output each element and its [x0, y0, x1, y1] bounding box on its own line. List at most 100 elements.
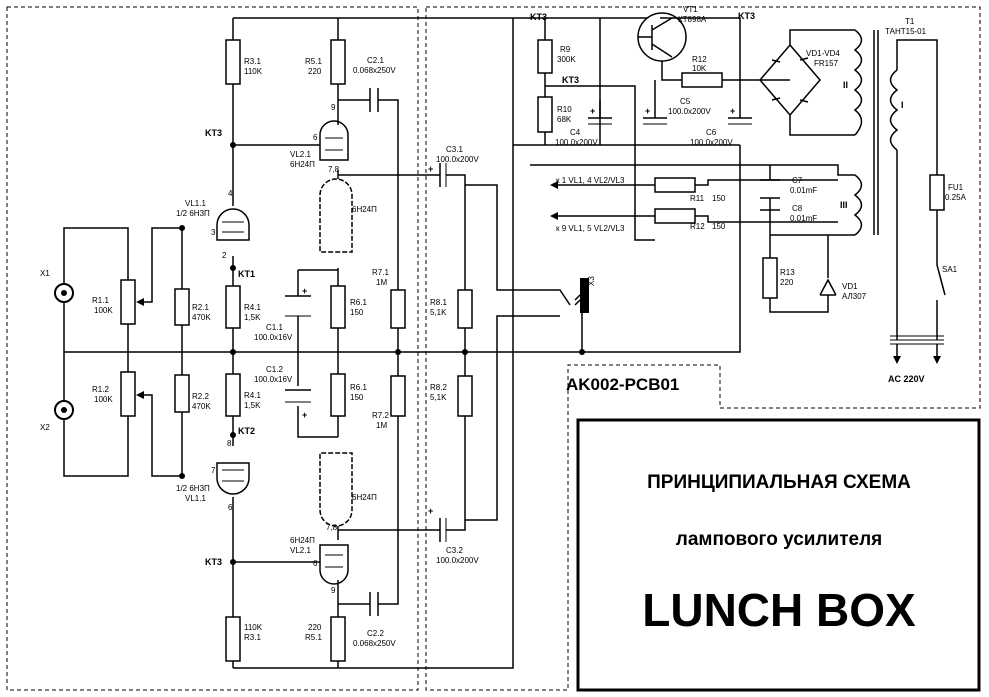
x3-label: X3	[587, 276, 596, 286]
r13-value: 220	[780, 278, 794, 287]
r7-1-value: 1M	[376, 278, 387, 287]
svg-text:+: +	[302, 410, 307, 420]
r1-1-potentiometer	[120, 279, 136, 325]
svg-text:+: +	[428, 164, 433, 174]
r5-1-value-top: 220	[308, 67, 322, 76]
r8-1-resistor	[457, 289, 473, 329]
r5-1-ref-bottom: R5.1	[305, 633, 322, 642]
vl1-1-tube-bottom	[216, 462, 250, 495]
r7-2-ref: R7.2	[372, 411, 389, 420]
r13-resistor	[762, 257, 778, 299]
vl3-tube-top	[319, 178, 353, 253]
vl3-model-bottom: 6Н24П	[352, 493, 377, 502]
vl3-tube-bottom	[319, 452, 353, 527]
pin-label: 9	[331, 586, 336, 595]
pin-label: 7	[211, 466, 216, 475]
kt1-label: KT1	[238, 269, 255, 279]
kt3-label-1: KT3	[205, 128, 222, 138]
c2-1-value: 0.068x250V	[353, 66, 396, 75]
r2-1-resistor	[174, 288, 190, 326]
c1-1-ref: C1.1	[266, 323, 283, 332]
inter-board-wire	[233, 18, 514, 669]
fu1-fuse	[929, 174, 945, 211]
c8-value: 0.01mF	[790, 214, 817, 223]
vl1-1-model-top: 1/2 6Н3П	[176, 209, 210, 218]
c3-1-value: 100.0x200V	[436, 155, 479, 164]
c7-value: 0.01mF	[790, 186, 817, 195]
vl1-1-ref-top: VL1.1	[185, 199, 206, 208]
led-ref: VD1	[842, 282, 858, 291]
r1-1-value: 100K	[94, 306, 113, 315]
r6-1-value-top: 150	[350, 308, 364, 317]
r12-10k-resistor	[681, 72, 723, 88]
pin-label: 9	[331, 103, 336, 112]
x1-label: X1	[40, 269, 50, 278]
bridge-model: FR157	[814, 59, 839, 68]
c6-value: 100.0x200V	[690, 138, 733, 147]
r2-2-ref: R2.2	[192, 392, 209, 401]
c3-2-value: 100.0x200V	[436, 556, 479, 565]
r10-value: 68K	[557, 115, 572, 124]
vt1-model: КТ898А	[678, 15, 707, 24]
bridge-ref: VD1-VD4	[806, 49, 840, 58]
r1-2-ref: R1.2	[92, 385, 109, 394]
r8-1-ref: R8.1	[430, 298, 447, 307]
svg-text:+: +	[428, 506, 433, 516]
c3-2-ref: C3.2	[446, 546, 463, 555]
pin-label: 6	[313, 133, 318, 142]
r6-1-resistor	[330, 285, 346, 329]
r4-1-resistor-top	[225, 285, 241, 329]
r2-2-resistor	[174, 374, 190, 413]
r1-2-value: 100K	[94, 395, 113, 404]
r1-1-ref: R1.1	[92, 296, 109, 305]
c6-ref: C6	[706, 128, 717, 137]
r7-2-value: 1M	[376, 421, 387, 430]
c7-ref: C7	[792, 176, 803, 185]
r3-1-ref-top: R3.1	[244, 57, 261, 66]
svg-text:+: +	[590, 106, 595, 116]
vl2-1-model-top: 6Н24П	[290, 160, 315, 169]
r8-2-ref: R8.2	[430, 383, 447, 392]
r5-1-resistor-bottom	[330, 616, 346, 662]
vl1-1-model-bottom: 1/2 6Н3П	[176, 484, 210, 493]
r3-1-value-bottom: 110K	[244, 623, 263, 632]
r6-1-ref-bottom: R6.1	[350, 383, 367, 392]
board-id: AK002-PCB01	[566, 375, 679, 394]
r5-1-ref-top: R5.1	[305, 57, 322, 66]
r3-1-value-top: 110K	[244, 67, 263, 76]
title-line-1: ПРИНЦИПИАЛЬНАЯ СХЕМА	[647, 472, 911, 493]
r9-resistor	[537, 39, 553, 74]
r3-1-resistor-bottom	[225, 616, 241, 662]
r2-2-value: 470K	[192, 402, 211, 411]
r11-resistor	[654, 177, 696, 193]
winding-2-label: II	[843, 80, 848, 90]
c2-1-ref: C2.1	[367, 56, 384, 65]
c3-1-ref: C3.1	[446, 145, 463, 154]
c5-ref: C5	[680, 97, 691, 106]
t1-transformer	[853, 29, 899, 236]
x3-connector[interactable]	[580, 278, 589, 313]
r4-1-ref-top: R4.1	[244, 303, 261, 312]
t1-model: ТАНТ15-01	[885, 27, 927, 36]
pin-label: 7,8	[328, 165, 340, 174]
vl2-1-tube-bottom	[319, 544, 349, 585]
c1-1-value: 100.0x16V	[254, 333, 293, 342]
kt3-label-2: KT3	[205, 557, 222, 567]
fu1-ref: FU1	[948, 183, 964, 192]
pin-label: 7,8	[326, 523, 338, 532]
r10-resistor	[537, 96, 553, 133]
vl2-1-model-bottom: 6Н24П	[290, 536, 315, 545]
c1-2-value: 100.0x16V	[254, 375, 293, 384]
svg-text:+: +	[645, 106, 650, 116]
r12b-ref: R12	[690, 222, 705, 231]
r6-1-resistor-bottom	[330, 373, 346, 417]
c4-value: 100.0x200V	[555, 138, 598, 147]
c5-value: 100.0x200V	[668, 107, 711, 116]
winding-3-label: III	[840, 200, 848, 210]
mains-label: AC 220V	[888, 374, 925, 384]
svg-text:+: +	[730, 106, 735, 116]
r8-2-resistor	[457, 375, 473, 417]
r9-ref: R9	[560, 45, 571, 54]
